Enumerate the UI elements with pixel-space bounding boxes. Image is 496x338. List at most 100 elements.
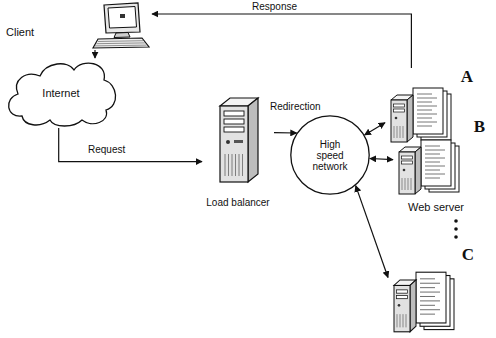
icon-line (232, 154, 233, 176)
icon-line (417, 94, 432, 95)
client-computer: Client (4, 2, 152, 50)
icon-line (417, 122, 437, 123)
icon-polygon (415, 147, 421, 194)
icon-polygon (407, 95, 413, 142)
icon-rect (220, 106, 248, 182)
icon-line (97, 42, 145, 44)
icon-line (417, 106, 437, 107)
icon-rect (416, 272, 446, 323)
icon-line (420, 287, 435, 288)
server-letter: C (462, 246, 474, 265)
icon-rect (224, 127, 244, 132)
connector-arrow (59, 128, 202, 162)
icon-line (425, 174, 445, 175)
icon-line (400, 126, 401, 138)
edge-label: Response (250, 1, 299, 13)
icon-line (95, 45, 147, 47)
web-server: C (388, 246, 474, 336)
server-icon (216, 94, 260, 184)
icon-polygon (114, 33, 130, 38)
load-balancer: Load balancer (202, 92, 274, 208)
icon-line (420, 283, 440, 284)
ellipsis-dot (454, 227, 458, 231)
group-label: Web server (408, 201, 464, 214)
ellipsis-dot (454, 235, 458, 239)
icon-line (417, 110, 432, 111)
icon-line (425, 170, 440, 171)
icon-rect (394, 104, 405, 107)
icon-rect (120, 14, 125, 18)
node-label: High speed network (307, 139, 353, 172)
icon-line (225, 154, 226, 176)
network-circle: High speed network (290, 115, 370, 195)
icon-line (420, 314, 435, 315)
icon-rect (224, 119, 244, 124)
icon-line (417, 114, 437, 115)
icon-line (417, 118, 432, 119)
icon-rect (413, 88, 443, 134)
icon-rect (394, 285, 410, 331)
icon-rect (224, 111, 244, 116)
connector-arrow (274, 132, 297, 134)
icon-polygon (410, 280, 416, 332)
icon-ellipse (291, 116, 369, 194)
icon-line (394, 126, 395, 138)
icon-line (420, 305, 435, 306)
icon-rect (402, 161, 413, 164)
edge-label: Redirection (268, 101, 323, 113)
node-label: Client (6, 26, 34, 38)
server-letter: B (474, 118, 485, 137)
icon-circle (395, 117, 398, 120)
icon-path (9, 63, 116, 126)
icon-line (420, 278, 435, 279)
icon-line (411, 178, 412, 190)
icon-polygon (108, 7, 137, 29)
connector-arrow (370, 159, 393, 160)
icon-line (98, 40, 143, 42)
server-icon (387, 86, 453, 144)
icon-line (406, 314, 407, 327)
icon-circle (398, 304, 401, 307)
icon-line (425, 150, 445, 151)
node-label: Load balancer (206, 197, 269, 208)
icon-line (242, 154, 243, 176)
icon-line (425, 158, 445, 159)
computer-icon (92, 2, 152, 50)
icon-polygon (248, 98, 258, 182)
icon-circle (403, 169, 406, 172)
icon-line (425, 166, 445, 167)
edge-label: Request (86, 144, 127, 156)
icon-line (405, 178, 406, 190)
node-label: Internet (42, 87, 79, 99)
icon-rect (391, 100, 407, 142)
web-server: B (393, 118, 485, 198)
icon-rect (421, 140, 451, 186)
icon-line (397, 126, 398, 138)
icon-line (425, 178, 440, 179)
icon-line (239, 154, 240, 176)
icon-polygon (93, 38, 149, 48)
icon-line (417, 98, 437, 99)
icon-line (425, 154, 440, 155)
icon-line (403, 126, 404, 138)
icon-rect (234, 140, 243, 143)
icon-line (425, 162, 440, 163)
icon-rect (402, 156, 413, 159)
server-icon (395, 138, 461, 196)
connector-arrow (356, 186, 388, 278)
icon-line (403, 314, 404, 327)
icon-line (397, 314, 398, 327)
icon-line (408, 178, 409, 190)
icon-line (420, 300, 440, 301)
connector-arrow (152, 14, 411, 68)
icon-line (235, 154, 236, 176)
web-server: A (385, 68, 473, 144)
connector-arrow (365, 123, 385, 135)
icon-line (420, 296, 435, 297)
internet-cloud: Internet (4, 58, 118, 128)
icon-polygon (104, 3, 140, 33)
server-letter: A (461, 68, 473, 87)
server-icon (390, 270, 456, 334)
icon-line (425, 146, 440, 147)
icon-line (400, 314, 401, 327)
